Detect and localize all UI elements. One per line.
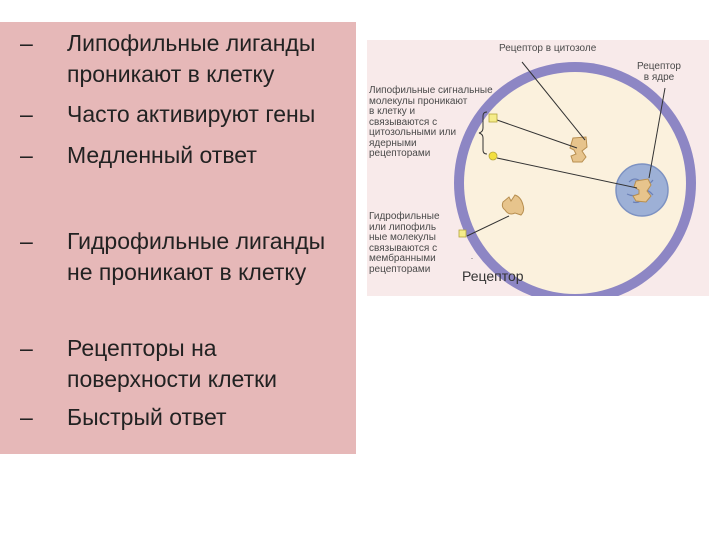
pointer-nuclear-receptor (648, 87, 666, 179)
lipophilic-ligand-square (488, 113, 498, 123)
pointer-cytosol-receptor (521, 61, 586, 141)
bullet-slow-response: –Медленный ответ (20, 142, 257, 168)
cell-signaling-diagram: Рецептор в цитозоле Рецептор в ядре Липо… (367, 40, 709, 296)
membrane-receptor (501, 194, 525, 216)
label-nuclear-receptor: Рецептор в ядре (637, 61, 681, 83)
bullet-lipophilic-penetrate: –Липофильные лиганды проникают в клетку (20, 30, 316, 87)
arrow-to-nuclear-receptor (496, 157, 638, 189)
label-lipophilic-molecules: Липофильные сигнальные молекулы проникаю… (369, 85, 493, 159)
arrow-to-cytosol-receptor (496, 119, 578, 149)
lipophilic-ligand-circle (488, 151, 498, 161)
lipophilic-bracket (478, 111, 488, 155)
label-cytosol-receptor: Рецептор в цитозоле (499, 43, 597, 54)
nuclear-receptor (632, 178, 652, 203)
receptor-caption: Рецептор (462, 268, 524, 284)
arrow-to-membrane-receptor (466, 215, 510, 237)
bullet-surface-receptors: –Рецепторы на поверхности клетки (20, 335, 278, 392)
cytosolic-receptor (569, 136, 588, 163)
label-hydrophilic-molecules: Гидрофильные или липофиль ные молекулы с… (369, 211, 440, 275)
hydrophilic-ligand-square (458, 229, 467, 238)
bullet-activate-genes: –Часто активируют гены (20, 101, 316, 127)
cell-diagram-graphic (367, 40, 709, 296)
bullet-fast-response: –Быстрый ответ (20, 404, 227, 430)
bullet-hydrophilic-no-penetrate: –Гидрофильные лиганды не проникают в кле… (20, 228, 326, 285)
text-panel: –Липофильные лиганды проникают в клетку … (0, 22, 356, 454)
